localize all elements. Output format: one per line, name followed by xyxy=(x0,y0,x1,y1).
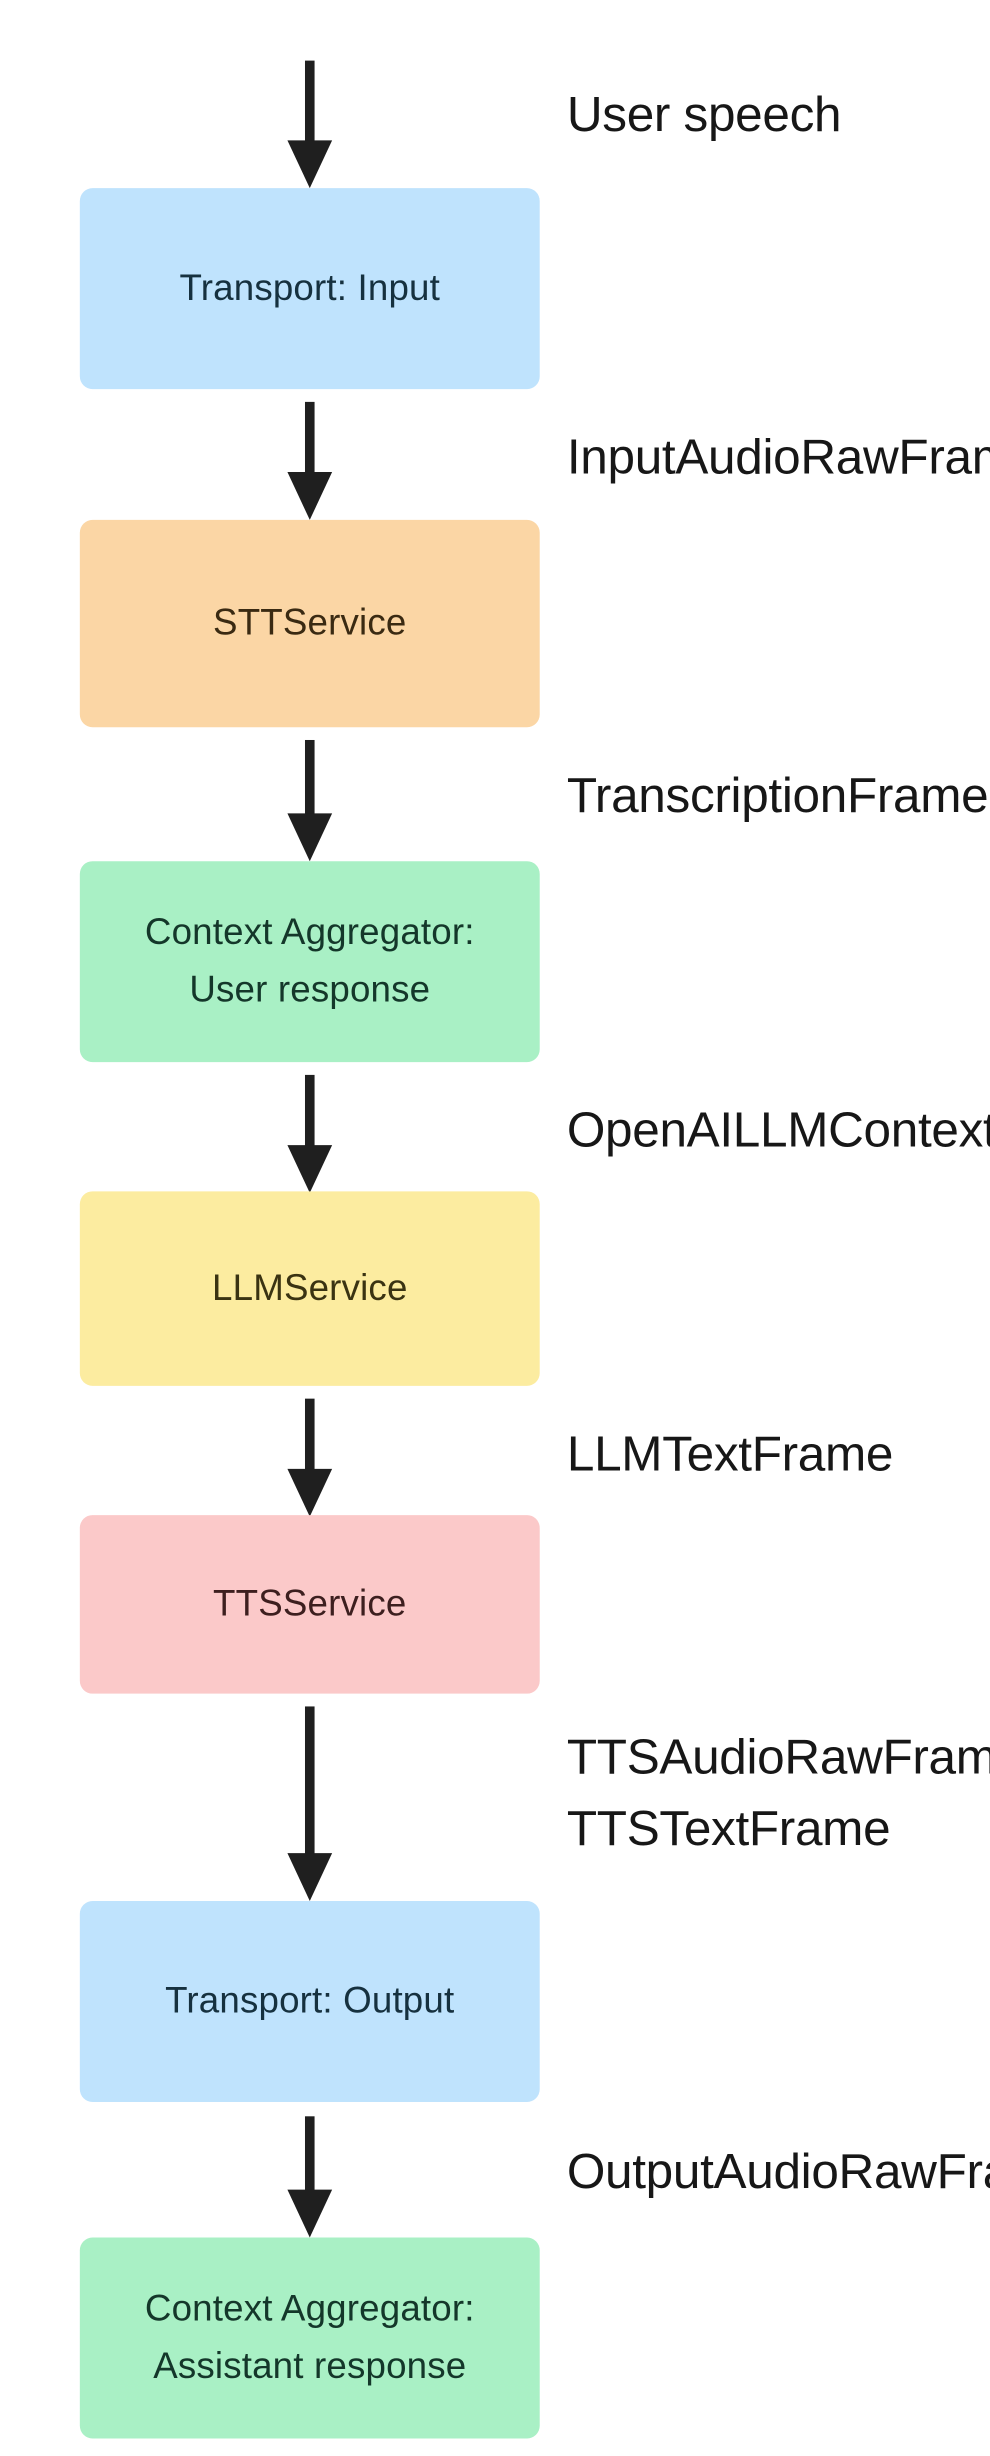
node-label-line1: Transport: Output xyxy=(165,1979,455,2021)
node-label-line2: User response xyxy=(189,968,431,1010)
arrow-shaft xyxy=(304,1706,315,1857)
node-transport-input[interactable]: Transport: Input xyxy=(79,188,540,390)
node-label-line1: Context Aggregator: xyxy=(144,911,475,953)
edge-label-line1: TTSAudioRawFrame xyxy=(566,1728,990,1785)
arrow-shaft xyxy=(304,739,315,817)
node-llm-service[interactable]: LLMService xyxy=(79,1191,540,1386)
edge-label-line2: TTSTextFrame xyxy=(566,1800,891,1857)
edge-label-line1: LLMTextFrame xyxy=(566,1425,894,1482)
arrow-user-speech xyxy=(287,60,333,189)
node-stt-service[interactable]: STTService xyxy=(79,519,540,728)
node-label-line1: Context Aggregator: xyxy=(144,2287,475,2329)
edge-label-line1: OpenAILLMContextFrame xyxy=(566,1102,990,1158)
arrow-shaft xyxy=(304,2116,315,2193)
edge-label-input-audio-raw: InputAudioRawFrame xyxy=(567,423,990,495)
arrow-llm-text xyxy=(287,1398,333,1517)
node-label-line2: Assistant response xyxy=(153,2344,467,2386)
arrow-transcription xyxy=(287,739,333,862)
arrow-head xyxy=(287,1468,333,1517)
edge-label-transcription: TranscriptionFrame xyxy=(567,761,989,833)
node-tts-service[interactable]: TTSService xyxy=(79,1515,540,1694)
edge-label-line1: OutputAudioRawFrame xyxy=(566,2143,990,2200)
arrow-input-audio-raw xyxy=(287,401,333,520)
node-label-line1: STTService xyxy=(213,601,407,643)
node-context-aggregator-assistant[interactable]: Context Aggregator: Assistant response xyxy=(79,2237,540,2439)
edge-label-llm-text: LLMTextFrame xyxy=(566,1419,894,1491)
arrow-head xyxy=(287,472,333,520)
arrow-head xyxy=(287,1145,333,1193)
node-label-line1: Transport: Input xyxy=(179,266,440,309)
arrow-tts-frames xyxy=(287,1706,333,1902)
node-label-line1: TTSService xyxy=(213,1582,407,1624)
edge-label-output-audio-raw: OutputAudioRawFrame xyxy=(567,2137,990,2209)
arrow-head xyxy=(287,140,333,189)
node-label-line1: LLMService xyxy=(212,1266,408,1309)
edge-label-openai-context: OpenAILLMContextFrame xyxy=(567,1096,990,1168)
arrow-shaft xyxy=(304,401,315,476)
edge-label-line1: TranscriptionFrame xyxy=(566,767,989,823)
edge-label-user-speech: User speech xyxy=(566,80,842,152)
arrow-head xyxy=(287,2189,333,2238)
arrow-head xyxy=(287,813,333,862)
arrow-shaft xyxy=(304,1398,315,1473)
edge-label-line1: User speech xyxy=(566,86,842,142)
node-context-aggregator-user[interactable]: Context Aggregator: User response xyxy=(79,861,540,1063)
edge-label-tts-frames: TTSAudioRawFrame TTSTextFrame xyxy=(567,1722,990,1865)
arrow-shaft xyxy=(304,60,315,144)
arrow-output-audio-raw xyxy=(287,2116,333,2238)
edge-label-line1: InputAudioRawFrame xyxy=(566,429,990,485)
node-transport-output[interactable]: Transport: Output xyxy=(79,1901,540,2102)
arrow-openai-context xyxy=(287,1074,333,1193)
arrow-shaft xyxy=(304,1074,315,1149)
arrow-head xyxy=(287,1853,333,1902)
